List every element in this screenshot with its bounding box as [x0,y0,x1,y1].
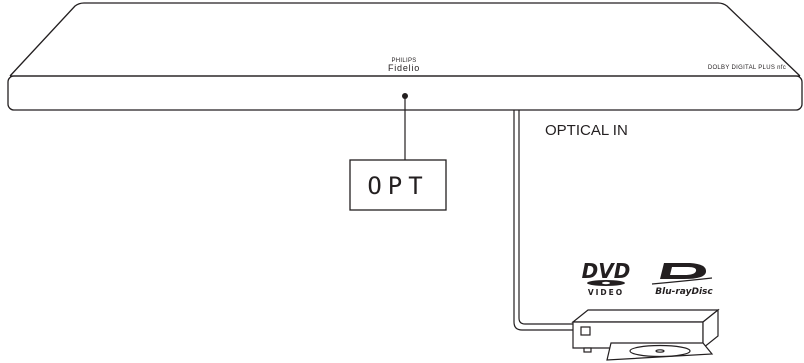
soundbar-brand-model: Fidelio [388,63,420,73]
bluray-logo-word: Blu-rayDisc [655,287,713,297]
optical-in-label: OPTICAL IN [545,122,628,139]
soundbar-brand-small: PHILIPS [391,58,416,64]
soundbar-top-surface [9,2,801,77]
dvd-logo-word: DVD [582,259,631,283]
soundbar-logo-marks: DOLBY DIGITAL PLUS nfc [708,65,786,71]
optical-cable [513,110,573,331]
dvd-logo-sub: VIDEO [588,288,624,297]
display-readout: OPT [367,172,428,200]
bluray-swoosh-icon [660,263,707,279]
bluray-disc-logo: Blu-rayDisc [651,263,713,297]
disc-player [571,308,720,361]
dvd-video-logo: DVD VIDEO [582,259,631,297]
display-panel: OPT [349,159,447,211]
